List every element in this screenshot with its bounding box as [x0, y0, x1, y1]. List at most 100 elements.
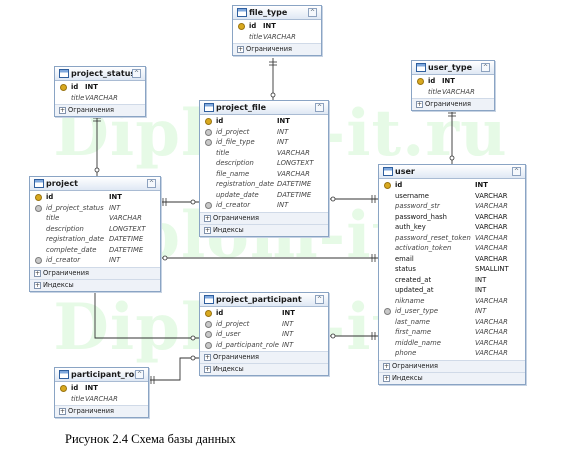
collapse-icon[interactable]: ^	[135, 370, 144, 379]
column-type: DATETIME	[277, 190, 312, 199]
column-name: id_file_type	[216, 138, 255, 146]
expand-icon[interactable]: +	[59, 107, 66, 114]
table-header[interactable]: file_type ^	[233, 6, 321, 20]
expand-icon[interactable]: +	[204, 226, 211, 234]
expand-icon[interactable]: +	[204, 354, 211, 361]
section-row[interactable]: +Ограничения	[200, 211, 328, 224]
table-header[interactable]: project_status ^	[55, 67, 145, 81]
expand-icon[interactable]: +	[416, 101, 423, 108]
section-row[interactable]: +Индексы	[200, 223, 328, 236]
foreign-key-icon	[205, 128, 212, 136]
section-row[interactable]: +Ограничения	[200, 351, 328, 363]
expand-icon[interactable]: +	[383, 362, 390, 370]
section-row[interactable]: +Ограничения	[379, 359, 525, 372]
table-header[interactable]: project ^	[30, 177, 160, 191]
collapse-icon[interactable]: ^	[512, 167, 521, 176]
section-row[interactable]: +Индексы	[200, 363, 328, 375]
expand-icon[interactable]: +	[204, 214, 211, 222]
table-header[interactable]: participant_role ^	[55, 368, 148, 382]
collapse-icon[interactable]: ^	[481, 63, 490, 72]
column-name: first_name	[395, 328, 432, 336]
table-header[interactable]: project_file ^	[200, 101, 328, 115]
section-row[interactable]: +Ограничения	[55, 104, 145, 116]
collapse-icon[interactable]: ^	[315, 295, 324, 304]
section-row[interactable]: +Ограничения	[233, 43, 321, 55]
collapse-icon[interactable]: ^	[132, 69, 141, 78]
connector-project-participant	[94, 290, 199, 339]
collapse-icon[interactable]: ^	[147, 179, 156, 188]
expand-icon[interactable]: +	[237, 46, 244, 53]
expand-icon[interactable]: +	[204, 366, 211, 373]
expand-icon[interactable]: +	[34, 269, 41, 277]
collapse-icon[interactable]: ^	[315, 103, 324, 112]
expand-icon[interactable]: +	[34, 281, 41, 289]
section-row[interactable]: +Ограничения	[412, 98, 494, 110]
collapse-icon[interactable]: ^	[308, 8, 317, 17]
expand-icon[interactable]: +	[59, 408, 66, 415]
section-row[interactable]: +Индексы	[30, 278, 160, 291]
table-header[interactable]: project_participant ^	[200, 293, 328, 307]
table-header[interactable]: user ^	[379, 165, 525, 179]
section-row[interactable]: +Индексы	[379, 371, 525, 384]
section-row[interactable]: +Ограничения	[55, 405, 148, 417]
section-row[interactable]: +Ограничения	[30, 266, 160, 279]
expand-icon[interactable]: +	[383, 374, 390, 382]
column-name: id_participant_role	[216, 340, 279, 349]
table-header[interactable]: user_type ^	[412, 61, 494, 75]
